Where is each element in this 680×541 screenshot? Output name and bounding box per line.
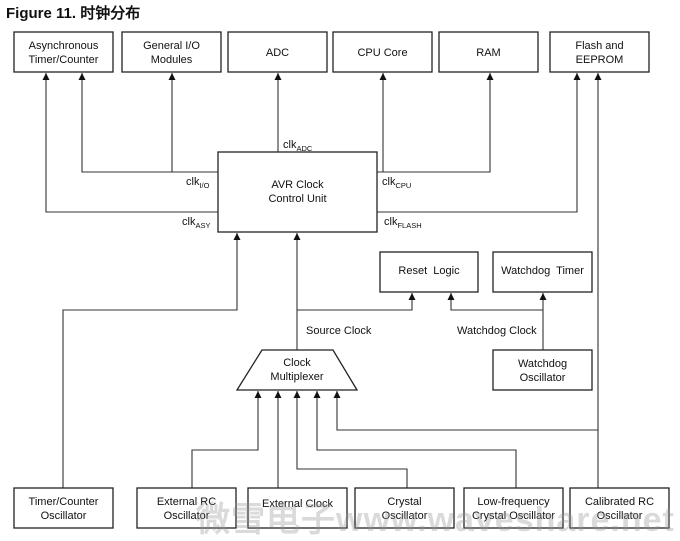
source-crystal-oscillator: Crystal Oscillator bbox=[354, 487, 455, 529]
wire-watchdog-clock-reset bbox=[447, 293, 543, 311]
module-general-io: General I/O Modules bbox=[121, 31, 222, 73]
watchdog-oscillator-label-line1: Watchdog bbox=[518, 358, 567, 370]
source-label-line1: Timer/Counter bbox=[29, 496, 99, 508]
source-clock-label: Source Clock bbox=[306, 325, 372, 337]
source-label-line1: Low-frequency bbox=[477, 496, 550, 508]
source-low-frequency-crystal-oscillator: Low-frequency Crystal Oscillator bbox=[463, 487, 564, 529]
watchdog-oscillator-box: Watchdog Oscillator bbox=[492, 349, 593, 391]
clk-asy-label: clkASY bbox=[182, 216, 210, 230]
watchdog-timer-box: Watchdog Timer bbox=[492, 251, 593, 293]
clk-flash-label: clkFLASH bbox=[384, 216, 422, 230]
figure-caption: 时钟分布 bbox=[80, 5, 141, 22]
module-adc: ADC bbox=[227, 31, 328, 73]
module-cpu-core: CPU Core bbox=[332, 31, 433, 73]
wire-tcosc-to-control bbox=[62, 233, 241, 488]
source-label: External Clock bbox=[262, 498, 333, 510]
module-label-line2: Timer/Counter bbox=[29, 54, 99, 66]
module-label-line2: EEPROM bbox=[576, 54, 624, 66]
source-label-line1: Calibrated RC bbox=[585, 496, 654, 508]
watchdog-clock-label: Watchdog Clock bbox=[457, 325, 537, 337]
source-timer-counter-oscillator: Timer/Counter Oscillator bbox=[13, 487, 114, 529]
wire-clk-asy bbox=[42, 73, 218, 213]
module-label-line1: General I/O bbox=[143, 40, 200, 52]
module-flash-eeprom: Flash and EEPROM bbox=[549, 31, 650, 73]
watchdog-timer-label: Watchdog Timer bbox=[501, 265, 584, 277]
wire-source-clock-reset bbox=[297, 293, 416, 311]
avr-clock-control-unit: AVR Clock Control Unit bbox=[217, 151, 378, 233]
clk-adc-label: clkADC bbox=[283, 139, 313, 153]
source-label-line1: Crystal bbox=[387, 496, 421, 508]
source-label-line2: Oscillator bbox=[597, 510, 643, 522]
figure-number: Figure 11. bbox=[6, 5, 77, 22]
source-label-line2: Oscillator bbox=[41, 510, 87, 522]
clk-cpu-label: clkCPU bbox=[382, 176, 411, 190]
wire-calrc-to-mux bbox=[333, 391, 598, 431]
watermark: 微雪电子www.waveshare.net bbox=[196, 501, 675, 539]
wire-clk-flash bbox=[377, 73, 581, 213]
module-ram: RAM bbox=[438, 31, 539, 73]
control-unit-label-line1: AVR Clock bbox=[271, 179, 324, 191]
source-external-clock: External Clock bbox=[247, 487, 348, 529]
source-label-line2: Crystal Oscillator bbox=[472, 510, 555, 522]
control-unit-label-line2: Control Unit bbox=[268, 193, 326, 205]
wire-extrc-to-mux bbox=[191, 391, 262, 488]
module-label: ADC bbox=[266, 47, 289, 59]
clock-multiplexer: Clock Multiplexer bbox=[235, 349, 359, 391]
multiplexer-label-line1: Clock bbox=[283, 357, 311, 369]
clk-io-label: clkI/O bbox=[186, 176, 210, 190]
source-label-line1: External RC bbox=[157, 496, 216, 508]
source-calibrated-rc-oscillator: Calibrated RC Oscillator bbox=[569, 487, 670, 529]
reset-logic-label: Reset Logic bbox=[398, 265, 460, 277]
multiplexer-label-line2: Multiplexer bbox=[270, 371, 324, 383]
watchdog-oscillator-label-line2: Oscillator bbox=[520, 372, 566, 384]
module-label-line2: Modules bbox=[151, 54, 193, 66]
source-external-rc-oscillator: External RC Oscillator bbox=[136, 487, 237, 529]
module-label-line1: Asynchronous bbox=[29, 40, 99, 52]
module-async-timer-counter: Asynchronous Timer/Counter bbox=[13, 31, 114, 73]
wire-clk-cpu bbox=[377, 73, 494, 173]
figure-title: Figure 11. 时钟分布 bbox=[6, 2, 140, 23]
source-label-line2: Oscillator bbox=[382, 510, 428, 522]
module-label: CPU Core bbox=[357, 47, 407, 59]
source-label-line2: Oscillator bbox=[164, 510, 210, 522]
wire-clk-io bbox=[78, 73, 218, 173]
wire-crystal-to-mux bbox=[293, 391, 408, 488]
wire-lowfreq-to-mux bbox=[313, 391, 517, 488]
module-label: RAM bbox=[476, 47, 500, 59]
module-label-line1: Flash and bbox=[575, 40, 623, 52]
reset-logic-box: Reset Logic bbox=[379, 251, 479, 293]
